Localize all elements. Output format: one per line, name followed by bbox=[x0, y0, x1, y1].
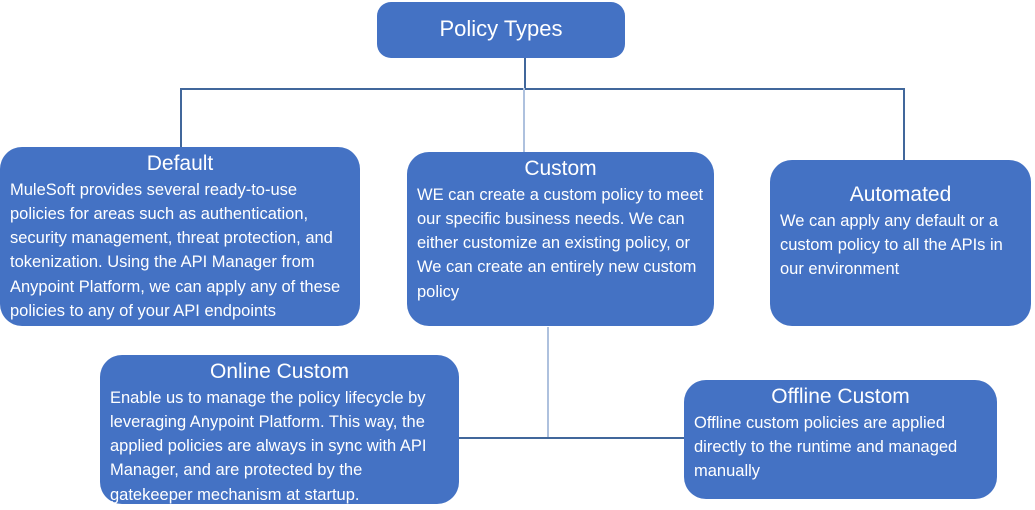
connector-bottom-bus bbox=[455, 437, 685, 439]
node-online-custom-body: Enable us to manage the policy lifecycle… bbox=[110, 388, 427, 504]
node-policy-types[interactable]: Policy Types bbox=[377, 2, 625, 58]
connector-drop-default bbox=[180, 88, 182, 150]
node-custom-title: Custom bbox=[524, 157, 597, 180]
connector-top-bus bbox=[180, 88, 904, 90]
node-policy-types-title: Policy Types bbox=[439, 16, 563, 42]
node-automated[interactable]: Automated We can apply any default or a … bbox=[770, 160, 1031, 326]
node-offline-custom[interactable]: Offline Custom Offline custom policies a… bbox=[684, 380, 997, 499]
node-offline-custom-body: Offline custom policies are applied dire… bbox=[694, 413, 958, 481]
node-offline-custom-title: Offline Custom bbox=[771, 385, 910, 408]
connector-custom-stem bbox=[547, 327, 549, 438]
node-automated-body: We can apply any default or a custom pol… bbox=[780, 211, 1003, 279]
node-default[interactable]: Default MuleSoft provides several ready-… bbox=[0, 147, 360, 326]
connector-root-stem bbox=[524, 58, 526, 89]
node-automated-title: Automated bbox=[849, 183, 952, 206]
node-online-custom-title: Online Custom bbox=[210, 360, 349, 383]
connector-drop-custom bbox=[523, 88, 525, 153]
node-online-custom[interactable]: Online Custom Enable us to manage the po… bbox=[100, 355, 459, 504]
connector-drop-automated bbox=[903, 88, 905, 162]
node-custom[interactable]: Custom WE can create a custom policy to … bbox=[407, 152, 714, 326]
node-default-title: Default bbox=[146, 152, 214, 175]
node-custom-body: WE can create a custom policy to meet ou… bbox=[417, 185, 704, 301]
node-default-body: MuleSoft provides several ready-to-use p… bbox=[10, 180, 341, 320]
